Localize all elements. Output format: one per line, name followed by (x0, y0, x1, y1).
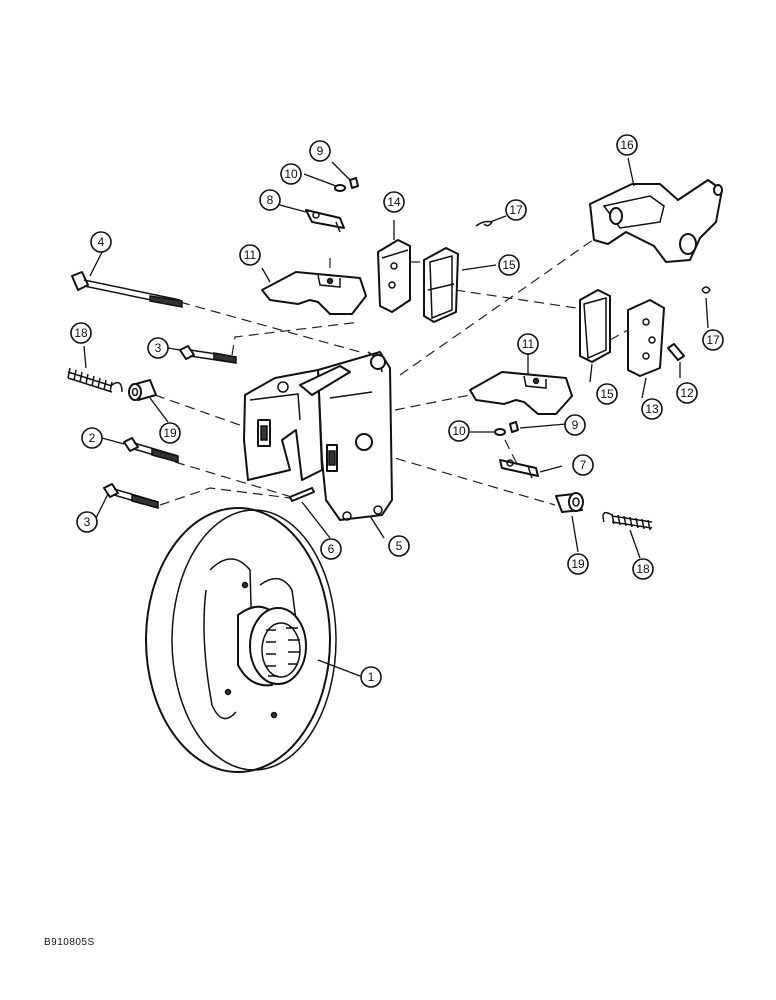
svg-text:17: 17 (509, 203, 523, 217)
callout-9-upper: 9 (309, 140, 331, 162)
callout-5: 5 (388, 535, 410, 557)
callout-16: 16 (616, 134, 638, 156)
svg-text:15: 15 (502, 258, 516, 272)
bolt-middle (123, 437, 179, 463)
spring-left (67, 367, 123, 393)
callout-12: 12 (676, 382, 698, 404)
callout-3-lower: 3 (76, 511, 98, 533)
svg-text:6: 6 (328, 542, 335, 556)
callout-13: 13 (641, 398, 663, 420)
brake-disc (145, 507, 337, 773)
svg-text:7: 7 (580, 458, 587, 472)
bolt-lower (103, 483, 159, 509)
washer-screw-upper (334, 177, 359, 192)
retainer-clip-lower (499, 459, 539, 479)
svg-text:4: 4 (98, 235, 105, 249)
washer-screw-lower (494, 421, 519, 436)
pad-15-upper (423, 247, 459, 323)
roll-pin (289, 487, 315, 502)
small-pin (667, 343, 685, 361)
callout-10-upper: 10 (280, 163, 302, 185)
svg-text:16: 16 (620, 138, 634, 152)
clip-upper (475, 220, 494, 227)
svg-text:19: 19 (571, 557, 585, 571)
svg-text:5: 5 (396, 539, 403, 553)
bushing-right (555, 492, 584, 513)
callout-11-upper: 11 (239, 244, 261, 266)
callout-8: 8 (259, 189, 281, 211)
long-bolt (71, 271, 183, 308)
bracket-upper (261, 271, 367, 315)
callout-18-right: 18 (632, 558, 654, 580)
svg-text:11: 11 (522, 337, 535, 351)
callout-1: 1 (360, 666, 382, 688)
callout-14: 14 (383, 191, 405, 213)
pad-14 (377, 239, 411, 313)
svg-text:1: 1 (368, 670, 375, 684)
callout-11-lower: 11 (517, 333, 539, 355)
svg-text:10: 10 (452, 424, 466, 438)
svg-text:19: 19 (163, 426, 177, 440)
svg-text:12: 12 (680, 386, 694, 400)
callout-17-upper: 17 (505, 199, 527, 221)
callout-3-upper: 3 (147, 337, 169, 359)
callout-19-left: 19 (159, 422, 181, 444)
leader-lines (83, 157, 709, 677)
svg-text:14: 14 (387, 195, 401, 209)
pad-15-lower (579, 289, 611, 363)
callout-15-lower: 15 (596, 383, 618, 405)
callout-18-left: 18 (70, 322, 92, 344)
callout-19-right: 19 (567, 553, 589, 575)
spring-right (602, 511, 653, 531)
caliper-housing (243, 351, 393, 521)
callout-4: 4 (90, 231, 112, 253)
svg-text:18: 18 (74, 326, 88, 340)
callout-17-right: 17 (702, 329, 724, 351)
callout-10-lower: 10 (448, 420, 470, 442)
svg-text:3: 3 (155, 341, 162, 355)
svg-text:13: 13 (645, 402, 659, 416)
callout-9-lower: 9 (564, 414, 586, 436)
callout-7: 7 (572, 454, 594, 476)
callout-2: 2 (81, 427, 103, 449)
svg-text:18: 18 (636, 562, 650, 576)
svg-text:9: 9 (317, 144, 324, 158)
callout-6: 6 (320, 538, 342, 560)
retainer-clip-upper (305, 209, 345, 233)
svg-text:3: 3 (84, 515, 91, 529)
svg-text:9: 9 (572, 418, 579, 432)
svg-text:8: 8 (267, 193, 274, 207)
svg-text:15: 15 (600, 387, 614, 401)
svg-text:2: 2 (89, 431, 96, 445)
pad-13 (627, 299, 665, 377)
svg-text:17: 17 (706, 333, 720, 347)
bushing-left (128, 379, 157, 401)
bracket-lower (469, 371, 573, 415)
clip-right (701, 286, 711, 294)
svg-text:11: 11 (244, 248, 257, 262)
yoke-bracket (589, 179, 723, 263)
bolt-upper (179, 345, 237, 364)
document-code: B910805S (44, 937, 95, 948)
callout-15-upper: 15 (498, 254, 520, 276)
svg-text:10: 10 (284, 167, 298, 181)
